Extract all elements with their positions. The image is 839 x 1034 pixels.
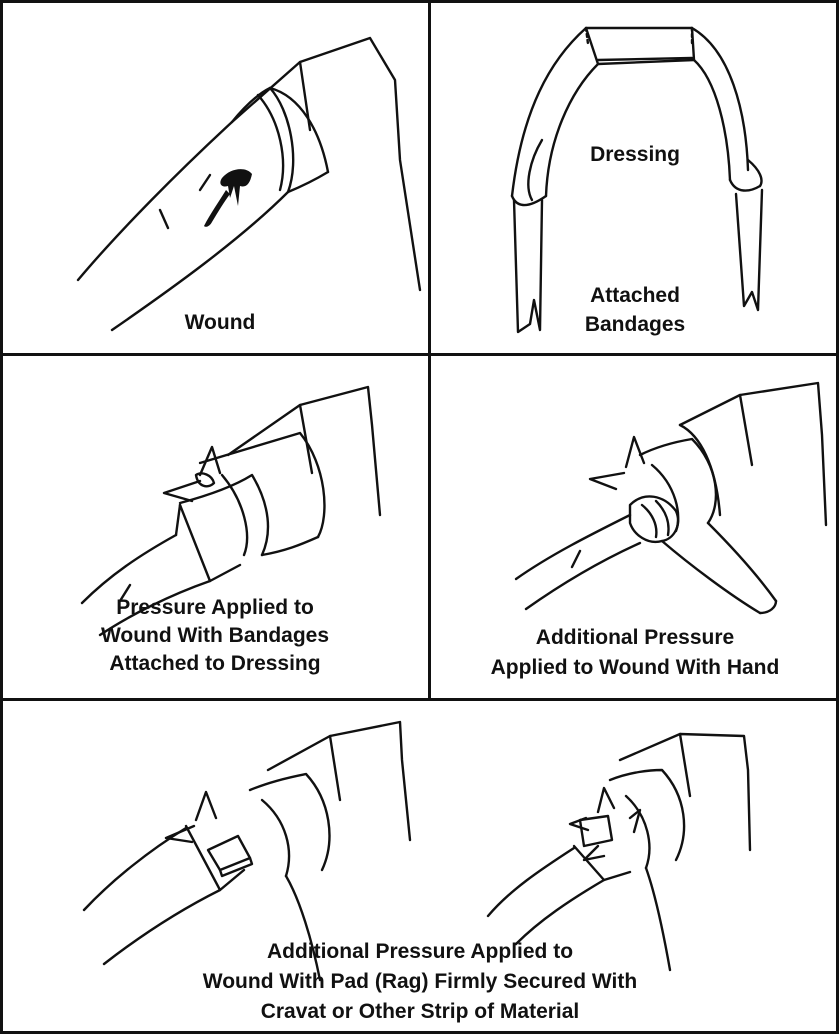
panel-dressing: Dressing Attached Bandages [430,0,839,355]
caption-pressure-pad-1: Additional Pressure Applied to [60,939,780,964]
panel-pressure-pad: Additional Pressure Applied to Wound Wit… [0,700,839,1034]
caption-attached-bandages-1: Attached [540,283,730,308]
caption-pressure-pad-3: Cravat or Other Strip of Material [60,999,780,1024]
caption-wound: Wound [140,310,300,335]
caption-pressure-pad-2: Wound With Pad (Rag) Firmly Secured With [60,969,780,994]
caption-pressure-hand-1: Additional Pressure [440,625,830,650]
caption-attached-bandages-2: Bandages [540,312,730,337]
caption-pressure-bandages-3: Attached to Dressing [20,651,410,676]
caption-pressure-bandages-1: Pressure Applied to [20,595,410,620]
caption-pressure-bandages-2: Wound With Bandages [20,623,410,648]
caption-pressure-hand-2: Applied to Wound With Hand [440,655,830,680]
panel-pressure-bandages: Pressure Applied to Wound With Bandages … [0,355,430,700]
caption-dressing: Dressing [550,142,720,167]
bandaged-arm-illustration [0,355,430,700]
wounded-arm-illustration [0,0,430,355]
panel-pressure-hand: Additional Pressure Applied to Wound Wit… [430,355,839,700]
panel-wound: Wound [0,0,430,355]
